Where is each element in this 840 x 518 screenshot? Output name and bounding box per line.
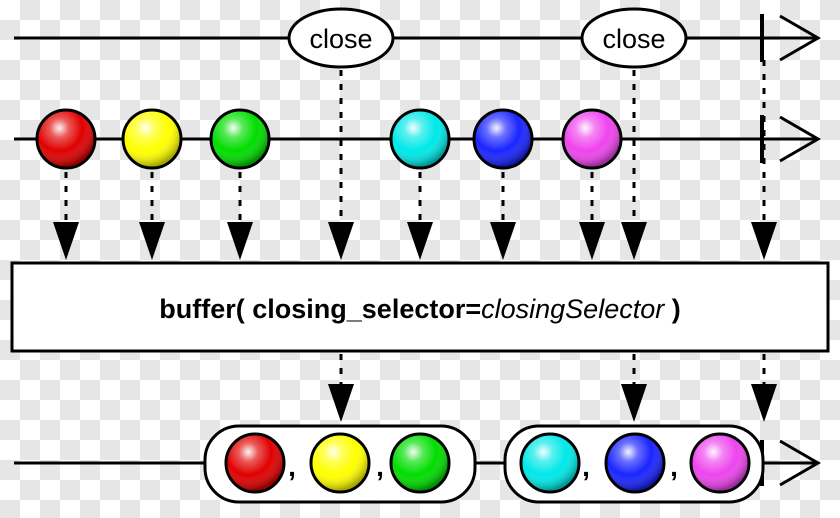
marble-green: [389, 432, 451, 494]
marble-shine: [564, 111, 620, 167]
close-connector-arrowhead: [621, 222, 647, 260]
output-buffers: ,,,,: [203, 424, 765, 504]
operator-rect: [10, 261, 830, 353]
close-event-label: close: [309, 24, 372, 54]
close-event-1: close: [287, 7, 395, 69]
marble-shine: [312, 435, 368, 491]
closing-timeline: [14, 14, 821, 62]
marble-shine: [392, 435, 448, 491]
close-event-label: close: [602, 24, 665, 54]
marble-shine: [475, 111, 531, 167]
source-connector-arrowhead: [579, 222, 605, 260]
marble-yellow: [121, 108, 183, 170]
output-connector-arrowhead: [328, 384, 354, 422]
connectors-from-operator: [328, 354, 777, 422]
marble-shine: [692, 435, 748, 491]
marble-cyan: [389, 108, 451, 170]
source-connector-arrowhead: [53, 222, 79, 260]
marble-shine: [227, 435, 283, 491]
connectors-to-operator: [53, 60, 777, 260]
output-connector-arrowhead: [621, 384, 647, 422]
marble-shine: [392, 111, 448, 167]
operator-label: buffer( closing_selector=closingSelector…: [159, 294, 680, 324]
marble-shine: [212, 111, 268, 167]
marble-blue: [472, 108, 534, 170]
marble-cyan: [519, 432, 581, 494]
close-event-ellipse: [580, 7, 688, 69]
marble-magenta: [561, 108, 623, 170]
close-connector-arrowhead: [328, 222, 354, 260]
source-connector-arrowhead: [139, 222, 165, 260]
operator-name: buffer( closing_selector=: [159, 294, 481, 324]
marble-shine: [522, 435, 578, 491]
buffer-separator: ,: [670, 451, 678, 482]
marble-magenta: [689, 432, 751, 494]
marble-yellow: [309, 432, 371, 494]
marble-shine: [38, 111, 94, 167]
operator-close-paren: ): [664, 294, 681, 324]
buffer-separator: ,: [376, 451, 384, 482]
close-event-2: close: [580, 7, 688, 69]
source-marbles: [35, 108, 623, 170]
operator-box: buffer( closing_selector=closingSelector…: [10, 261, 830, 353]
complete-connector-arrowhead: [751, 222, 777, 260]
output-timeline-arrow: [779, 439, 821, 487]
marble-red: [35, 108, 97, 170]
output-buffer-2: ,,: [503, 424, 765, 504]
marble-blue: [604, 432, 666, 494]
close-event-ellipse: [287, 7, 395, 69]
marble-shine: [124, 111, 180, 167]
marble-green: [209, 108, 271, 170]
buffer-separator: ,: [582, 451, 590, 482]
marble-shine: [607, 435, 663, 491]
source-connector-arrowhead: [407, 222, 433, 260]
output-connector-arrowhead: [751, 384, 777, 422]
source-timeline-arrow: [779, 115, 821, 163]
source-connector-arrowhead: [227, 222, 253, 260]
closing-timeline-arrow: [779, 14, 821, 62]
output-buffer-1: ,,: [203, 424, 477, 504]
marble-red: [224, 432, 286, 494]
operator-argument: closingSelector: [481, 294, 665, 324]
buffer-separator: ,: [288, 451, 296, 482]
source-connector-arrowhead: [490, 222, 516, 260]
